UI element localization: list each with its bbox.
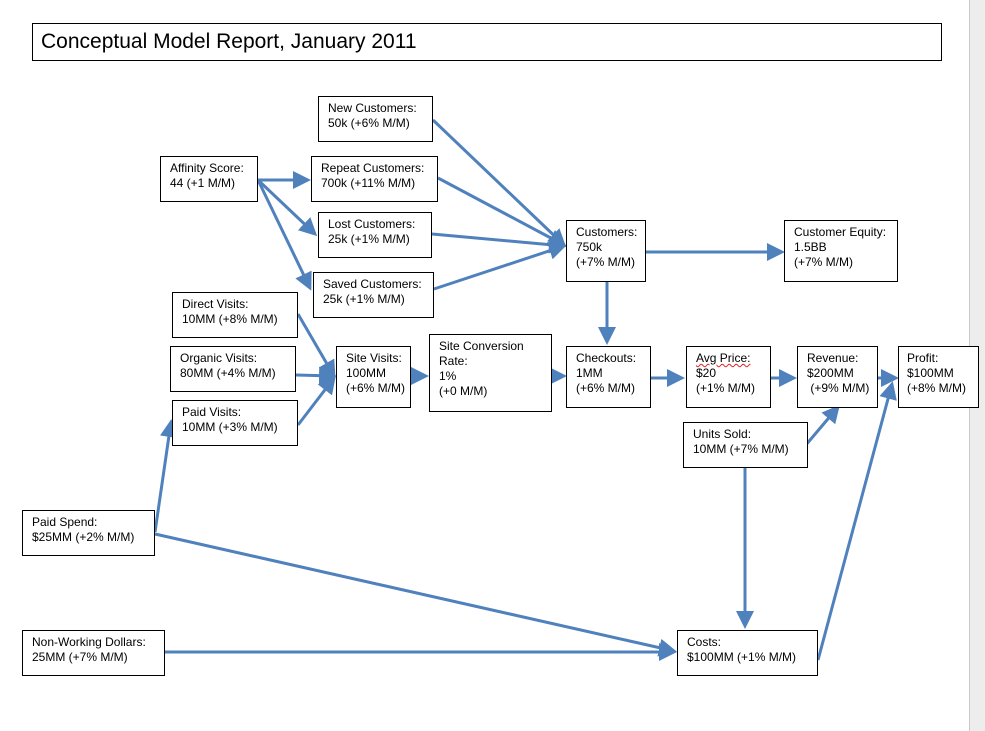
arrow-organic-visits-to-site-visits	[295, 366, 337, 385]
node-affinity-score: Affinity Score: 44 (+1 M/M)	[160, 156, 258, 202]
arrow-units-sold-to-revenue	[803, 404, 840, 447]
node-value: 10MM (+8% M/M)	[182, 312, 278, 326]
node-label: Saved Customers:	[323, 277, 422, 291]
node-label-cont: Rate:	[439, 354, 468, 368]
arrow-lost-customers-to-customers	[431, 232, 567, 254]
node-label: Lost Customers:	[328, 217, 416, 231]
node-label: Organic Visits:	[180, 351, 258, 365]
arrow-affinity-to-lost-customers	[256, 178, 318, 237]
node-organic-visits: Organic Visits: 80MM (+4% M/M)	[170, 346, 296, 392]
node-label: Units Sold:	[693, 427, 752, 441]
node-avg-price: Avg Price: $20 (+1% M/M)	[686, 346, 771, 408]
node-direct-visits: Direct Visits: 10MM (+8% M/M)	[172, 292, 298, 338]
node-site-conversion-rate: Site Conversion Rate: 1% (+0 M/M)	[429, 334, 552, 412]
arrow-repeat-customers-to-customers	[437, 176, 567, 247]
arrow-paid-spend-to-costs	[154, 532, 677, 657]
node-value: 80MM (+4% M/M)	[180, 366, 276, 380]
arrow-new-customers-to-customers	[431, 118, 567, 248]
node-costs: Costs: $100MM (+1% M/M)	[677, 630, 818, 676]
node-value: 750k	[576, 240, 603, 254]
node-value: 10MM (+7% M/M)	[693, 442, 789, 456]
node-repeat-customers: Repeat Customers: 700k (+11% M/M)	[311, 156, 438, 202]
node-label: Affinity Score:	[170, 161, 244, 175]
node-saved-customers: Saved Customers: 25k (+1% M/M)	[313, 272, 434, 318]
node-label: Site Conversion	[439, 339, 524, 353]
arrow-paid-visits-to-site-visits	[296, 375, 336, 426]
node-value: 10MM (+3% M/M)	[182, 420, 278, 434]
node-change: (+6% M/M)	[576, 381, 636, 395]
node-change: (+7% M/M)	[794, 255, 854, 269]
node-profit: Profit: $100MM (+8% M/M)	[898, 346, 979, 408]
node-label: Paid Visits:	[182, 405, 242, 419]
node-value: 25MM (+7% M/M)	[32, 650, 128, 664]
node-new-customers: New Customers: 50k (+6% M/M)	[318, 96, 433, 142]
node-change: (+9% M/M)	[807, 381, 870, 395]
node-paid-visits: Paid Visits: 10MM (+3% M/M)	[172, 400, 298, 446]
node-label: Revenue:	[807, 351, 859, 365]
node-change: (+6% M/M)	[346, 381, 406, 395]
node-label: Site Visits:	[346, 351, 402, 365]
arrow-direct-visits-to-site-visits	[296, 313, 336, 379]
node-label: Paid Spend:	[32, 515, 98, 529]
node-value: $25MM (+2% M/M)	[32, 530, 135, 544]
node-value: $200MM	[807, 366, 854, 380]
node-label: Avg Price:	[696, 351, 751, 365]
node-change: (+7% M/M)	[576, 255, 636, 269]
node-value: 1%	[439, 369, 457, 383]
node-value: 700k (+11% M/M)	[321, 176, 416, 190]
node-value: 1.5BB	[794, 240, 827, 254]
node-label: New Customers:	[328, 101, 417, 115]
node-value: 1MM	[576, 366, 603, 380]
node-value: 100MM	[346, 366, 387, 380]
node-change: (+8% M/M)	[907, 381, 967, 395]
node-label: Customer Equity:	[794, 225, 887, 239]
node-revenue: Revenue: $200MM (+9% M/M)	[797, 346, 878, 408]
node-checkouts: Checkouts: 1MM (+6% M/M)	[566, 346, 651, 408]
node-site-visits: Site Visits: 100MM (+6% M/M)	[336, 346, 411, 408]
node-customer-equity: Customer Equity: 1.5BB (+7% M/M)	[784, 220, 898, 282]
node-units-sold: Units Sold: 10MM (+7% M/M)	[683, 422, 808, 468]
node-lost-customers: Lost Customers: 25k (+1% M/M)	[318, 212, 432, 258]
node-paid-spend: Paid Spend: $25MM (+2% M/M)	[22, 510, 155, 556]
node-label: Direct Visits:	[182, 297, 249, 311]
arrow-affinity-to-saved-customers	[256, 179, 312, 291]
node-value: $100MM (+1% M/M)	[687, 650, 797, 664]
page-title: Conceptual Model Report, January 2011	[32, 23, 942, 61]
node-label: Customers:	[576, 225, 638, 239]
arrow-saved-customers-to-customers	[433, 242, 567, 291]
node-value: 25k (+1% M/M)	[323, 292, 405, 306]
node-label: Non-Working Dollars:	[32, 635, 146, 649]
node-change: (+1% M/M)	[696, 381, 756, 395]
node-value: $100MM	[907, 366, 954, 380]
node-value: 25k (+1% M/M)	[328, 232, 410, 246]
node-value: $20	[696, 366, 717, 380]
node-label: Costs:	[687, 635, 722, 649]
node-label: Repeat Customers:	[321, 161, 425, 175]
node-value: 44 (+1 M/M)	[170, 176, 236, 190]
node-label: Checkouts:	[576, 351, 637, 365]
node-non-working-dollars: Non-Working Dollars: 25MM (+7% M/M)	[22, 630, 165, 676]
node-label: Profit:	[907, 351, 939, 365]
node-change: (+0 M/M)	[439, 384, 488, 398]
node-customers: Customers: 750k (+7% M/M)	[566, 220, 646, 282]
arrow-paid-spend-to-paid-visits	[153, 419, 178, 533]
node-value: 50k (+6% M/M)	[328, 116, 410, 130]
arrow-costs-to-profit	[816, 381, 897, 661]
